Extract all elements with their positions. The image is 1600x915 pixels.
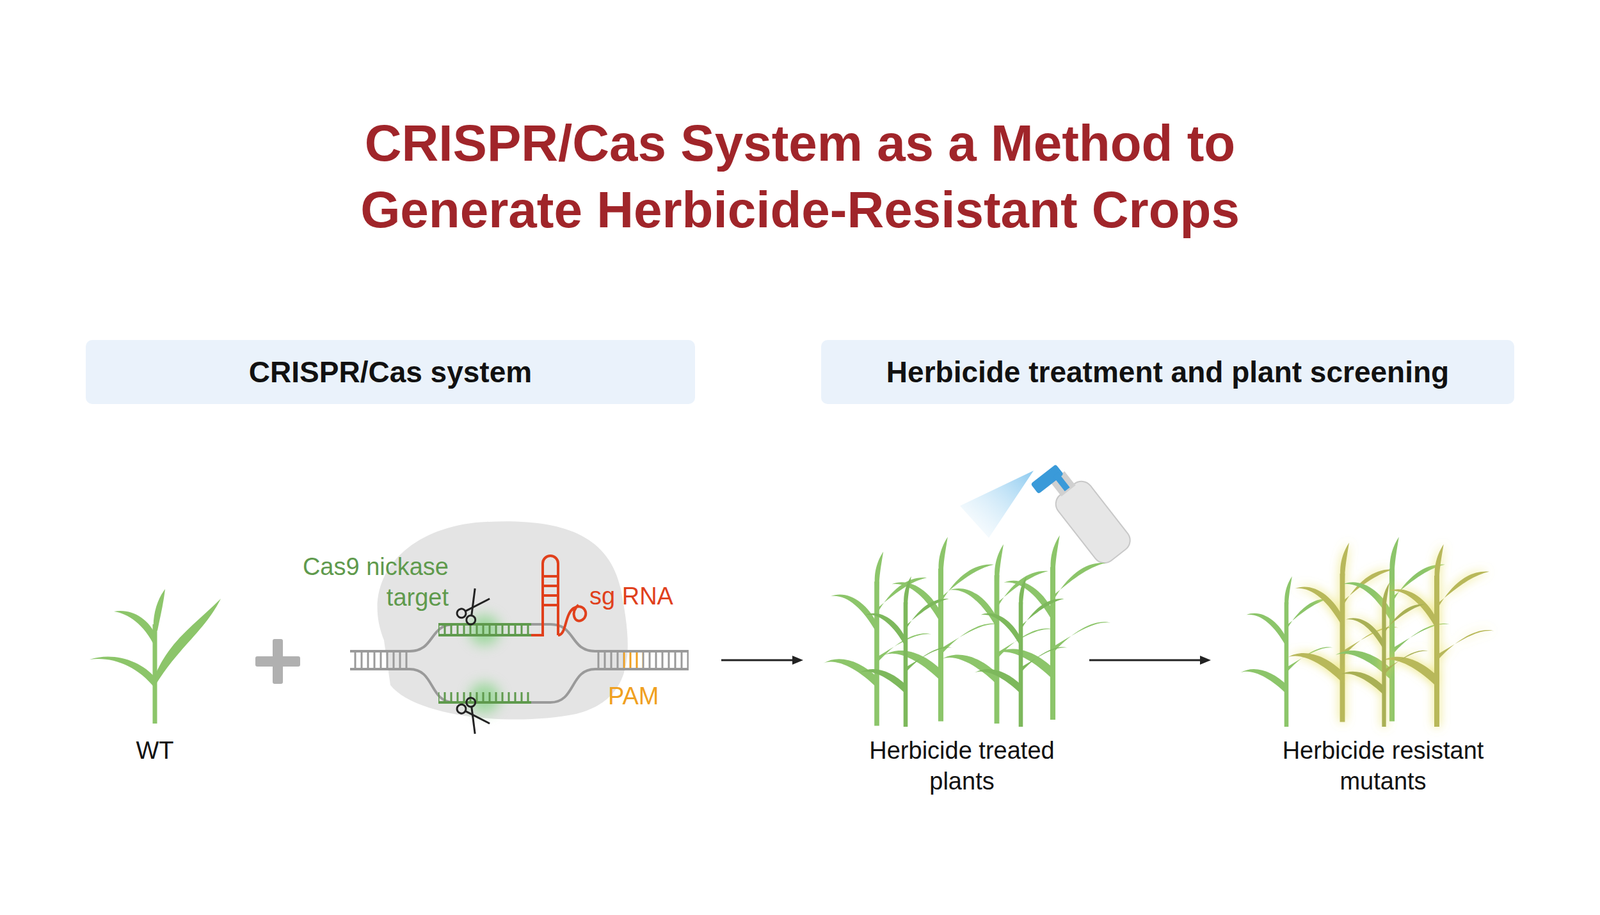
scissors [455,587,491,735]
target-site-part [438,700,532,704]
treated-plants-part [859,576,953,727]
cas9-protein-part [377,520,628,719]
target-site-part [438,691,532,702]
scissors-part [455,587,491,626]
plant-label: Herbicide resistant mutants [1245,734,1521,797]
section-band: Herbicide treatment and plant screening [821,339,1515,404]
sgrna-hairpin [531,555,586,635]
resistant-mutants-part [1381,544,1494,727]
band-heading: Herbicide treatment and plant screening [886,354,1449,390]
scissors-part-part [455,702,468,715]
plant-label: Herbicide treated plants [840,734,1084,797]
wt-seedling [89,588,221,724]
spray-bottle-part-part [1052,472,1070,492]
band-heading: CRISPR/Cas system [248,354,532,390]
sgrna-hairpin-part [542,603,559,607]
target-site-part [438,622,532,626]
sgrna-hairpin-part [542,593,559,597]
scissors-part [455,695,491,735]
wt-seedling-part [154,598,221,684]
sgrna-hairpin-part [542,574,559,578]
target-site-part [438,633,533,637]
sgrna-hairpin-part [531,555,559,635]
scissors-part-part [464,613,477,626]
sgrna-hairpin-part [558,604,586,635]
cas9-protein [377,520,628,719]
wt-seedling-part [113,610,157,647]
plant-label: WT [90,734,219,766]
flow-arrow-part [1200,655,1211,665]
section-band: CRISPR/Cas system [85,339,696,404]
sgrna-label: sg RNA [589,580,692,612]
flow-arrow-part [721,659,794,662]
resistant-mutants-part [1240,576,1334,727]
spray-bottle-part [1030,455,1135,571]
scissors-part-part [464,695,477,708]
diagram-title: CRISPR/Cas System as a Method to Generat… [256,110,1344,244]
dna-duplex-part [642,650,689,669]
dna-duplex-part [350,624,689,651]
target-site [438,614,533,713]
dna-duplex-part [351,650,409,669]
plus-sign-part [272,638,283,684]
dna-duplex-part [623,650,643,669]
flow-arrow-part [1089,659,1202,662]
scissors-part-part [465,703,490,731]
scissors-part-part [455,606,468,619]
resistant-mutants-part [1287,542,1399,722]
treated-plants-part [823,551,932,726]
wt-seedling-part [89,656,157,688]
plus-sign [255,638,301,684]
treated-plants-part [974,576,1068,727]
scissors-part-part [465,591,490,619]
treated-plants-part [884,536,999,722]
dna-duplex-part [595,650,624,669]
spray-bottle-part [960,470,1034,538]
spray-bottle [960,455,1135,571]
target-site-part [438,625,532,635]
treated-plants [823,535,1111,727]
target-label: Cas9 nickase target [275,551,449,613]
pam-label: PAM [608,680,685,712]
sgrna-hairpin-part [542,584,559,587]
resistant-mutants [1240,536,1494,728]
flow-arrow-part [792,655,804,665]
treated-plants-part [942,544,1053,724]
resistant-mutants-part [1335,536,1450,722]
wt-seedling-part [153,588,166,631]
resistant-mutants-part [1340,582,1430,727]
